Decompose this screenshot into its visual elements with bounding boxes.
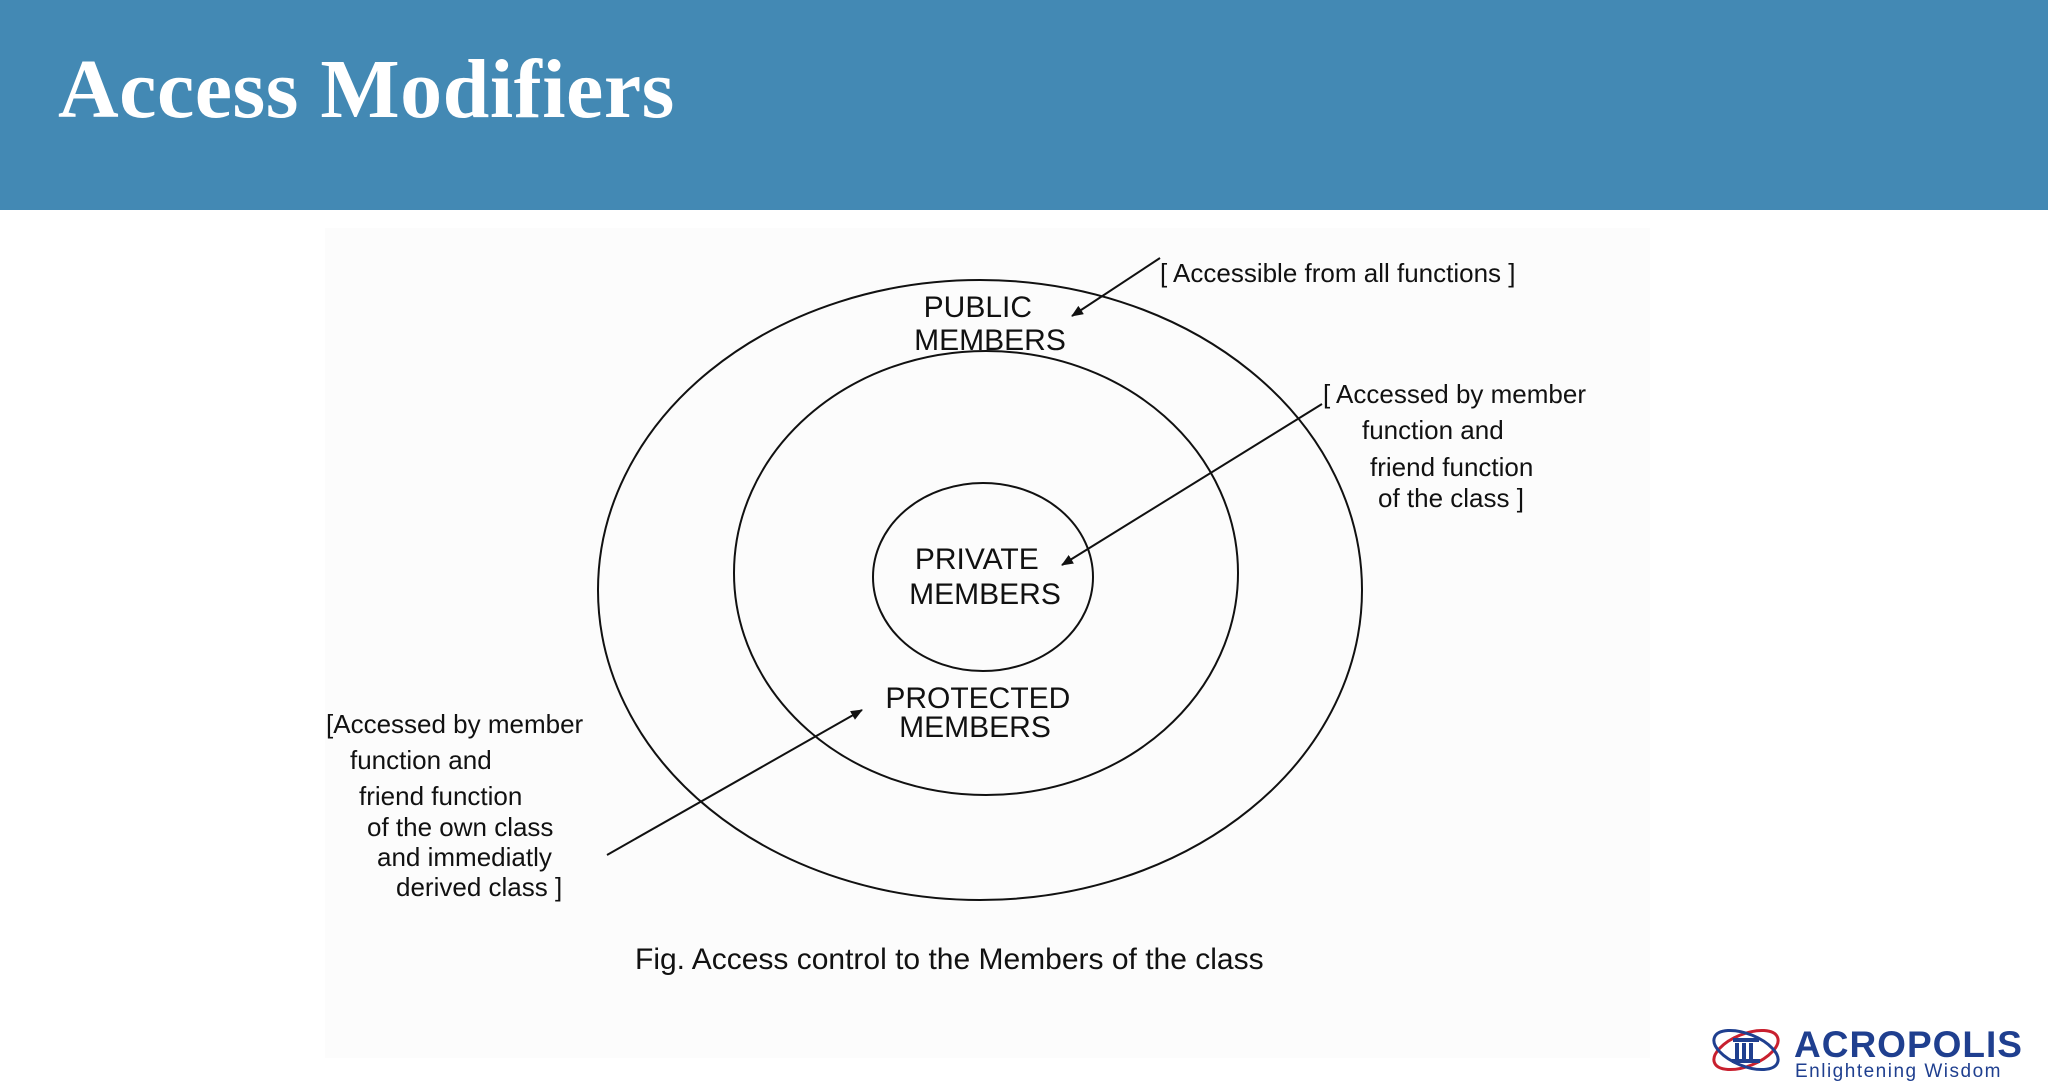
- private-arrow: [1061, 403, 1323, 566]
- protected-annotation-line-4: of the own class: [367, 812, 553, 842]
- protected-members-label: PROTECTED MEMBERS: [885, 682, 1078, 744]
- protected-annotation-line-5: and immediatly: [377, 842, 552, 872]
- protected-annotation-line-1: [Accessed by member: [326, 709, 584, 739]
- private-annotation-line-2: function and: [1362, 415, 1504, 445]
- protected-annotation-line-2: function and: [350, 745, 492, 775]
- title-bar: Access Modifiers: [0, 0, 2048, 210]
- protected-annotation: [Accessed by member function and friend …: [326, 709, 590, 902]
- public-annotation-line-1: [ Accessible from all functions ]: [1160, 258, 1515, 288]
- public-members-label-line-1: PUBLIC: [924, 291, 1032, 324]
- acropolis-emblem-icon: [1712, 1028, 1780, 1072]
- acropolis-logo: ACROPOLIS Enlightening Wisdom: [1708, 1014, 2038, 1084]
- logo-name: ACROPOLIS: [1794, 1024, 2023, 1065]
- figure-caption: Fig. Access control to the Members of th…: [635, 943, 1264, 976]
- private-ring: [872, 482, 1094, 672]
- public-members-label-line-2: MEMBERS: [914, 324, 1066, 357]
- private-members-label: PRIVATE MEMBERS: [909, 543, 1061, 611]
- protected-arrow: [606, 709, 863, 856]
- public-ring: [597, 279, 1363, 901]
- protected-members-label-line-1: PROTECTED: [885, 682, 1070, 715]
- public-members-label: PUBLIC MEMBERS: [914, 291, 1066, 357]
- logo-tagline: Enlightening Wisdom: [1795, 1061, 2002, 1082]
- private-members-label-line-1: PRIVATE: [915, 543, 1039, 576]
- private-members-label-line-2: MEMBERS: [909, 578, 1061, 611]
- protected-ring: [733, 350, 1239, 796]
- public-annotation: [ Accessible from all functions ]: [1160, 258, 1515, 288]
- private-annotation-line-1: [ Accessed by member: [1323, 379, 1586, 409]
- protected-annotation-line-3: friend function: [359, 781, 522, 811]
- protected-annotation-line-6: derived class ]: [396, 872, 562, 902]
- public-arrow: [1071, 257, 1161, 317]
- private-annotation-line-4: of the class ]: [1378, 483, 1524, 513]
- private-annotation: [ Accessed by member function and friend…: [1323, 379, 1593, 513]
- private-annotation-line-3: friend function: [1370, 452, 1533, 482]
- figure-panel: [325, 228, 1650, 1058]
- slide-title: Access Modifiers: [58, 43, 675, 136]
- protected-members-label-line-2: MEMBERS: [899, 711, 1051, 744]
